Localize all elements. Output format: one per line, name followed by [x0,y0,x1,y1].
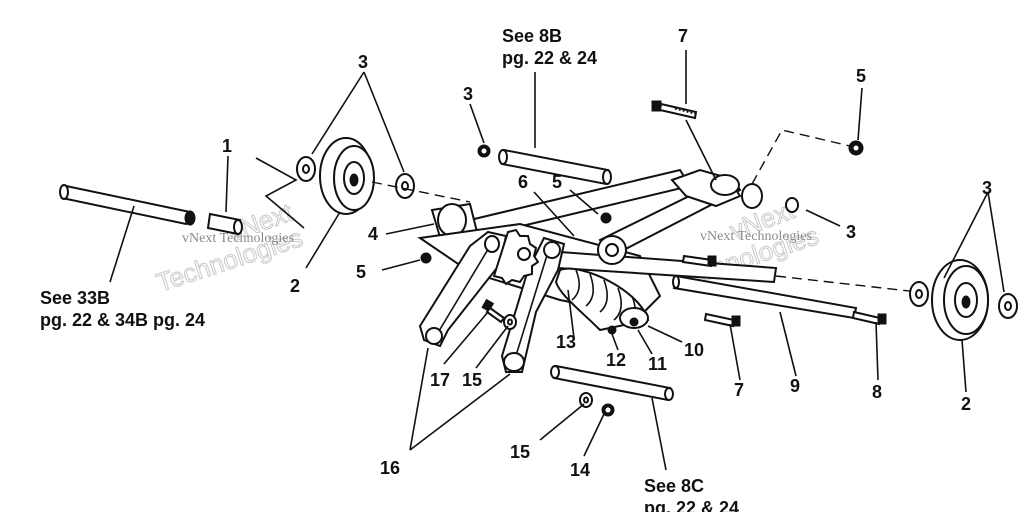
left-axis-dashed [371,181,471,203]
watermark-small-right: vNext Technologies [700,229,812,244]
left-washer-b [395,173,415,199]
callout-2-right: 2 [961,394,971,414]
right-pulley [931,259,989,341]
right-washer-b [998,293,1018,319]
mid-nut [600,212,612,224]
left-small-nut [420,252,432,264]
callout-17: 17 [430,370,450,390]
lower-washer [579,392,593,408]
lower-shaft [550,364,674,402]
callout-4: 4 [368,224,378,244]
callout-10: 10 [684,340,704,360]
callout-5-left: 5 [356,262,366,282]
callout-labels: 1 2 2 3 3 3 3 4 5 5 5 6 7 7 8 9 10 11 12… [222,26,992,480]
callout-13: 13 [556,332,576,352]
collar [597,235,627,265]
upper-bolt [651,100,698,120]
callout-7-lower: 7 [734,380,744,400]
right-frame-washer [785,197,799,213]
callout-3-right-pulley: 3 [982,178,992,198]
lower-bolt-7 [703,312,741,328]
callout-12: 12 [606,350,626,370]
ref-8b-title: See 8B [502,26,562,46]
ref-33b-pages: pg. 22 & 34B pg. 24 [40,310,205,330]
mid-bolt [681,254,717,268]
upper-right-dashed [751,129,851,185]
right-washer-a [909,281,929,307]
upper-shaft [498,148,612,186]
callout-7-upper: 7 [678,26,688,46]
callout-11: 11 [648,354,667,374]
plate-washer [503,314,517,330]
callout-15-upper: 15 [462,370,482,390]
callout-5-upper-right: 5 [856,66,866,86]
callout-2-left: 2 [290,276,300,296]
left-spacer-sleeve [206,212,243,236]
right-plate [500,236,566,373]
leader-lines [109,50,1005,471]
callout-3-right-frame: 3 [846,222,856,242]
callout-5-mid: 5 [552,172,562,192]
ref-33b-title: See 33B [40,288,110,308]
callout-1: 1 [222,136,232,156]
upper-left-nut [477,144,491,158]
plate-bolt [481,298,506,324]
callout-8: 8 [872,382,882,402]
ref-8c-title: See 8C [644,476,704,496]
right-axis-dashed [775,275,919,293]
callout-3-upper: 3 [463,84,473,104]
callout-6: 6 [518,172,528,192]
left-pulley [319,137,375,215]
lower-bolt-8 [851,310,887,326]
upper-right-nut [848,140,864,156]
left-shaft [59,184,196,226]
callout-15-lower: 15 [510,442,530,462]
torsion-spring [554,267,650,332]
callout-16: 16 [380,458,400,478]
watermark-small-left: vNext Technologies [182,231,294,246]
reference-notes: See 8B pg. 22 & 24 See 33B pg. 22 & 34B … [40,26,739,512]
left-washer-a [296,156,316,182]
callout-9: 9 [790,376,800,396]
frame-upper-arms [468,168,763,258]
lower-nut [601,403,615,417]
ref-8c-pages: pg. 22 & 24 [644,498,739,512]
ref-8b-pages: pg. 22 & 24 [502,48,597,68]
callout-3-left-pulley: 3 [358,52,368,72]
cog-gear [492,228,540,286]
callout-14: 14 [570,460,590,480]
